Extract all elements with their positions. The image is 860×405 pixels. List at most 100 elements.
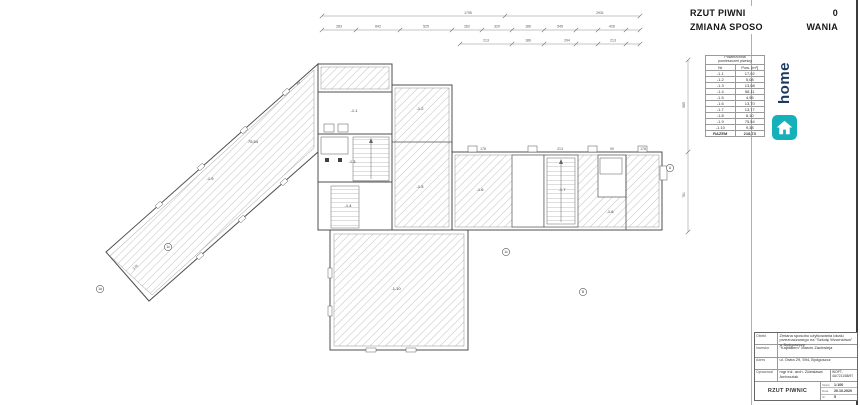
plan-text: -1.9	[207, 176, 215, 181]
dimension-tick	[449, 27, 455, 33]
plan-text: 2931	[596, 11, 604, 15]
drawing-subtitle-right: WANIA	[806, 22, 838, 32]
section-marker	[666, 164, 674, 172]
area-total-label: RAZEM	[705, 129, 736, 137]
dimension-tick	[573, 41, 579, 47]
plan-text: 294	[564, 39, 570, 43]
titleblock-row: Inwestor"Kapitałem" Marcin Zachwieja	[755, 345, 857, 358]
dimension-tick	[319, 13, 325, 19]
plan-text: 49	[296, 80, 302, 86]
plan-text: -1.10	[391, 286, 401, 291]
plan-text: 525	[423, 25, 429, 29]
dimension-tick	[685, 229, 691, 235]
dimension-tick	[479, 27, 485, 33]
dimension-tick	[502, 13, 508, 19]
titleblock-cell: Zmiana sposobu użytkowania lokalu przezn…	[779, 332, 853, 347]
section-marker-label: B	[582, 290, 584, 294]
sheet-number-value: 5	[834, 395, 836, 400]
titleblock-cell: WOPT-4A/7211/88/97	[830, 369, 857, 381]
area-total-value: 218,73	[734, 129, 765, 137]
interior-walls	[392, 141, 627, 230]
scale-label: Skala	[822, 382, 830, 387]
plan-text: -1.1	[351, 108, 359, 113]
titleblock-cell: Obiekt	[755, 333, 778, 345]
hatch-areas	[109, 66, 660, 347]
drawing-title-right: 0	[832, 8, 838, 18]
plan-text: 426	[609, 25, 615, 29]
dimension-tick	[637, 27, 643, 33]
section-marker	[96, 285, 104, 293]
scale-row: Skala 1:100	[821, 382, 857, 389]
section-marker-label: 1c	[504, 250, 508, 254]
dimension-tick	[509, 27, 515, 33]
plan-text: -1.4	[345, 203, 353, 208]
plan-text: 585	[682, 102, 686, 108]
plan-text: -1.8	[607, 209, 615, 214]
panel-divider	[751, 0, 752, 405]
plan-text: -1.7	[559, 187, 567, 192]
logo-text: home	[775, 62, 793, 105]
section-marker	[164, 243, 172, 251]
plan-text: 283	[336, 25, 342, 29]
fixtures	[320, 123, 668, 181]
dark-fixtures	[325, 158, 342, 162]
sheet-number-label: Nr	[822, 395, 826, 400]
plan-text: 178	[640, 147, 646, 151]
dimension-tick	[509, 41, 515, 47]
plan-text: 75,54	[248, 139, 259, 144]
plan-text: 176	[132, 264, 139, 271]
area-table-title-row: Powierzchnia pomieszczeń piwnicy	[705, 55, 765, 65]
plan-text: 90	[610, 147, 614, 151]
date-value: 20.10.2020	[834, 388, 852, 393]
house-icon	[771, 115, 797, 140]
drawing-name: RZUT PIWNIC	[767, 388, 808, 394]
date-label: Data	[822, 388, 829, 393]
dimension-tick	[319, 27, 325, 33]
sheet-number-row: Nr 5	[821, 395, 857, 400]
area-total-row: RAZEM 218,73	[705, 129, 765, 137]
dimension-tick	[457, 41, 463, 47]
plan-text: -1.6	[477, 187, 485, 192]
plan-text: 213	[483, 39, 489, 43]
titleblock-cell: Inwestor	[755, 345, 778, 357]
titleblock-cell: ul. Ostra 29, 594, Bydgoszcz	[779, 357, 831, 362]
dimension-tick	[541, 27, 547, 33]
titleblock-cell: Adres	[755, 357, 778, 369]
plan-text: 186	[525, 39, 531, 43]
dimension-tick	[573, 27, 579, 33]
dimension-tick	[685, 149, 691, 155]
plan-text: -1.2	[417, 106, 425, 111]
dimension-lines	[322, 15, 689, 232]
windows	[154, 87, 417, 353]
titleblock-bottom: RZUT PIWNIC Skala 1:100 Data 20.10.2020 …	[755, 382, 857, 400]
area-table: Powierzchnia pomieszczeń piwnicy Nr Pow.…	[705, 55, 765, 137]
dimension-tick	[541, 41, 547, 47]
date-row: Data 20.10.2020	[821, 388, 857, 395]
dimension-tick	[637, 13, 643, 19]
plan-text: 642	[375, 25, 381, 29]
dimension-tick	[595, 27, 601, 33]
plan-text: -1.3	[349, 159, 357, 164]
dimension-tick	[397, 27, 403, 33]
sheet-title: RZUT PIWNI 0 ZMIANA SPOSO WANIA	[690, 6, 838, 34]
plan-text: 545	[557, 25, 563, 29]
section-marker-label: 1a	[98, 287, 102, 291]
plan-text: 213	[557, 147, 563, 151]
drawing-title-left: RZUT PIWNI	[690, 8, 746, 18]
dimension-tick	[595, 41, 601, 47]
dimension-ticks	[319, 13, 691, 235]
dimension-tick	[353, 27, 359, 33]
scale-value: 1:100	[834, 382, 844, 387]
plan-text: 320	[494, 25, 500, 29]
plan-text: 262	[464, 25, 470, 29]
plan-text: 186	[525, 25, 531, 29]
section-marker	[579, 288, 587, 296]
